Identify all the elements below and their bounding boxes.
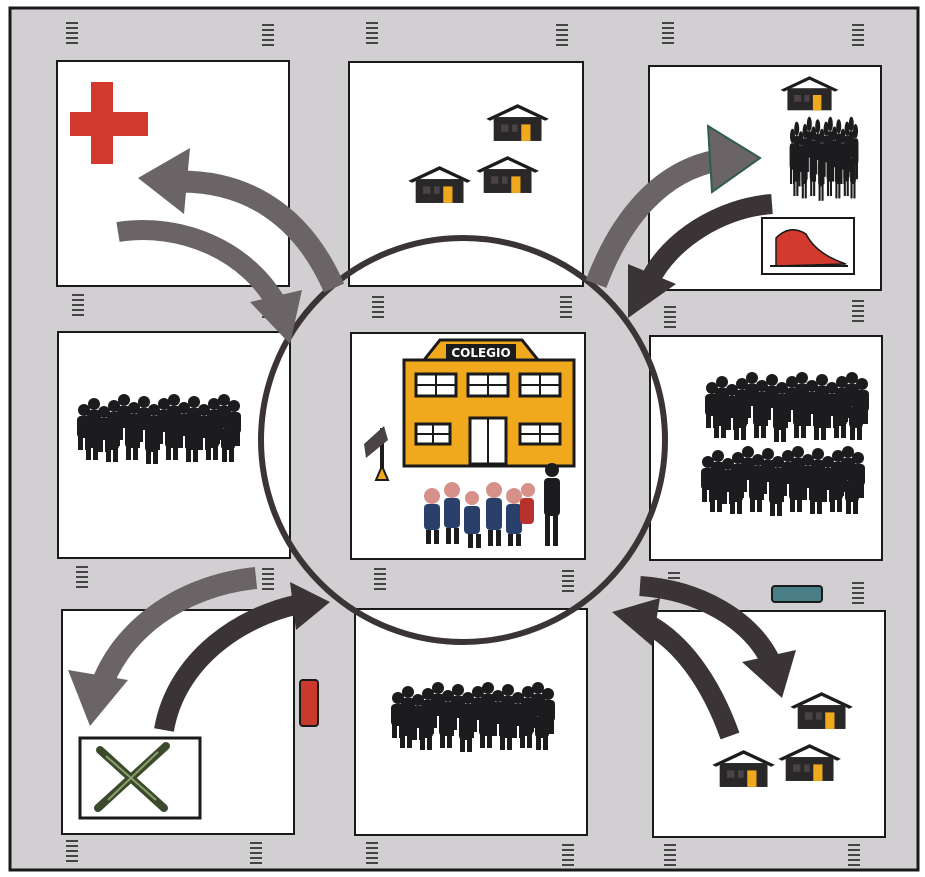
crossed-rifles-icon xyxy=(80,738,200,818)
school-sign-text: COLEGIO xyxy=(451,346,510,360)
teal-marker xyxy=(772,586,822,602)
red-marker xyxy=(300,680,318,726)
